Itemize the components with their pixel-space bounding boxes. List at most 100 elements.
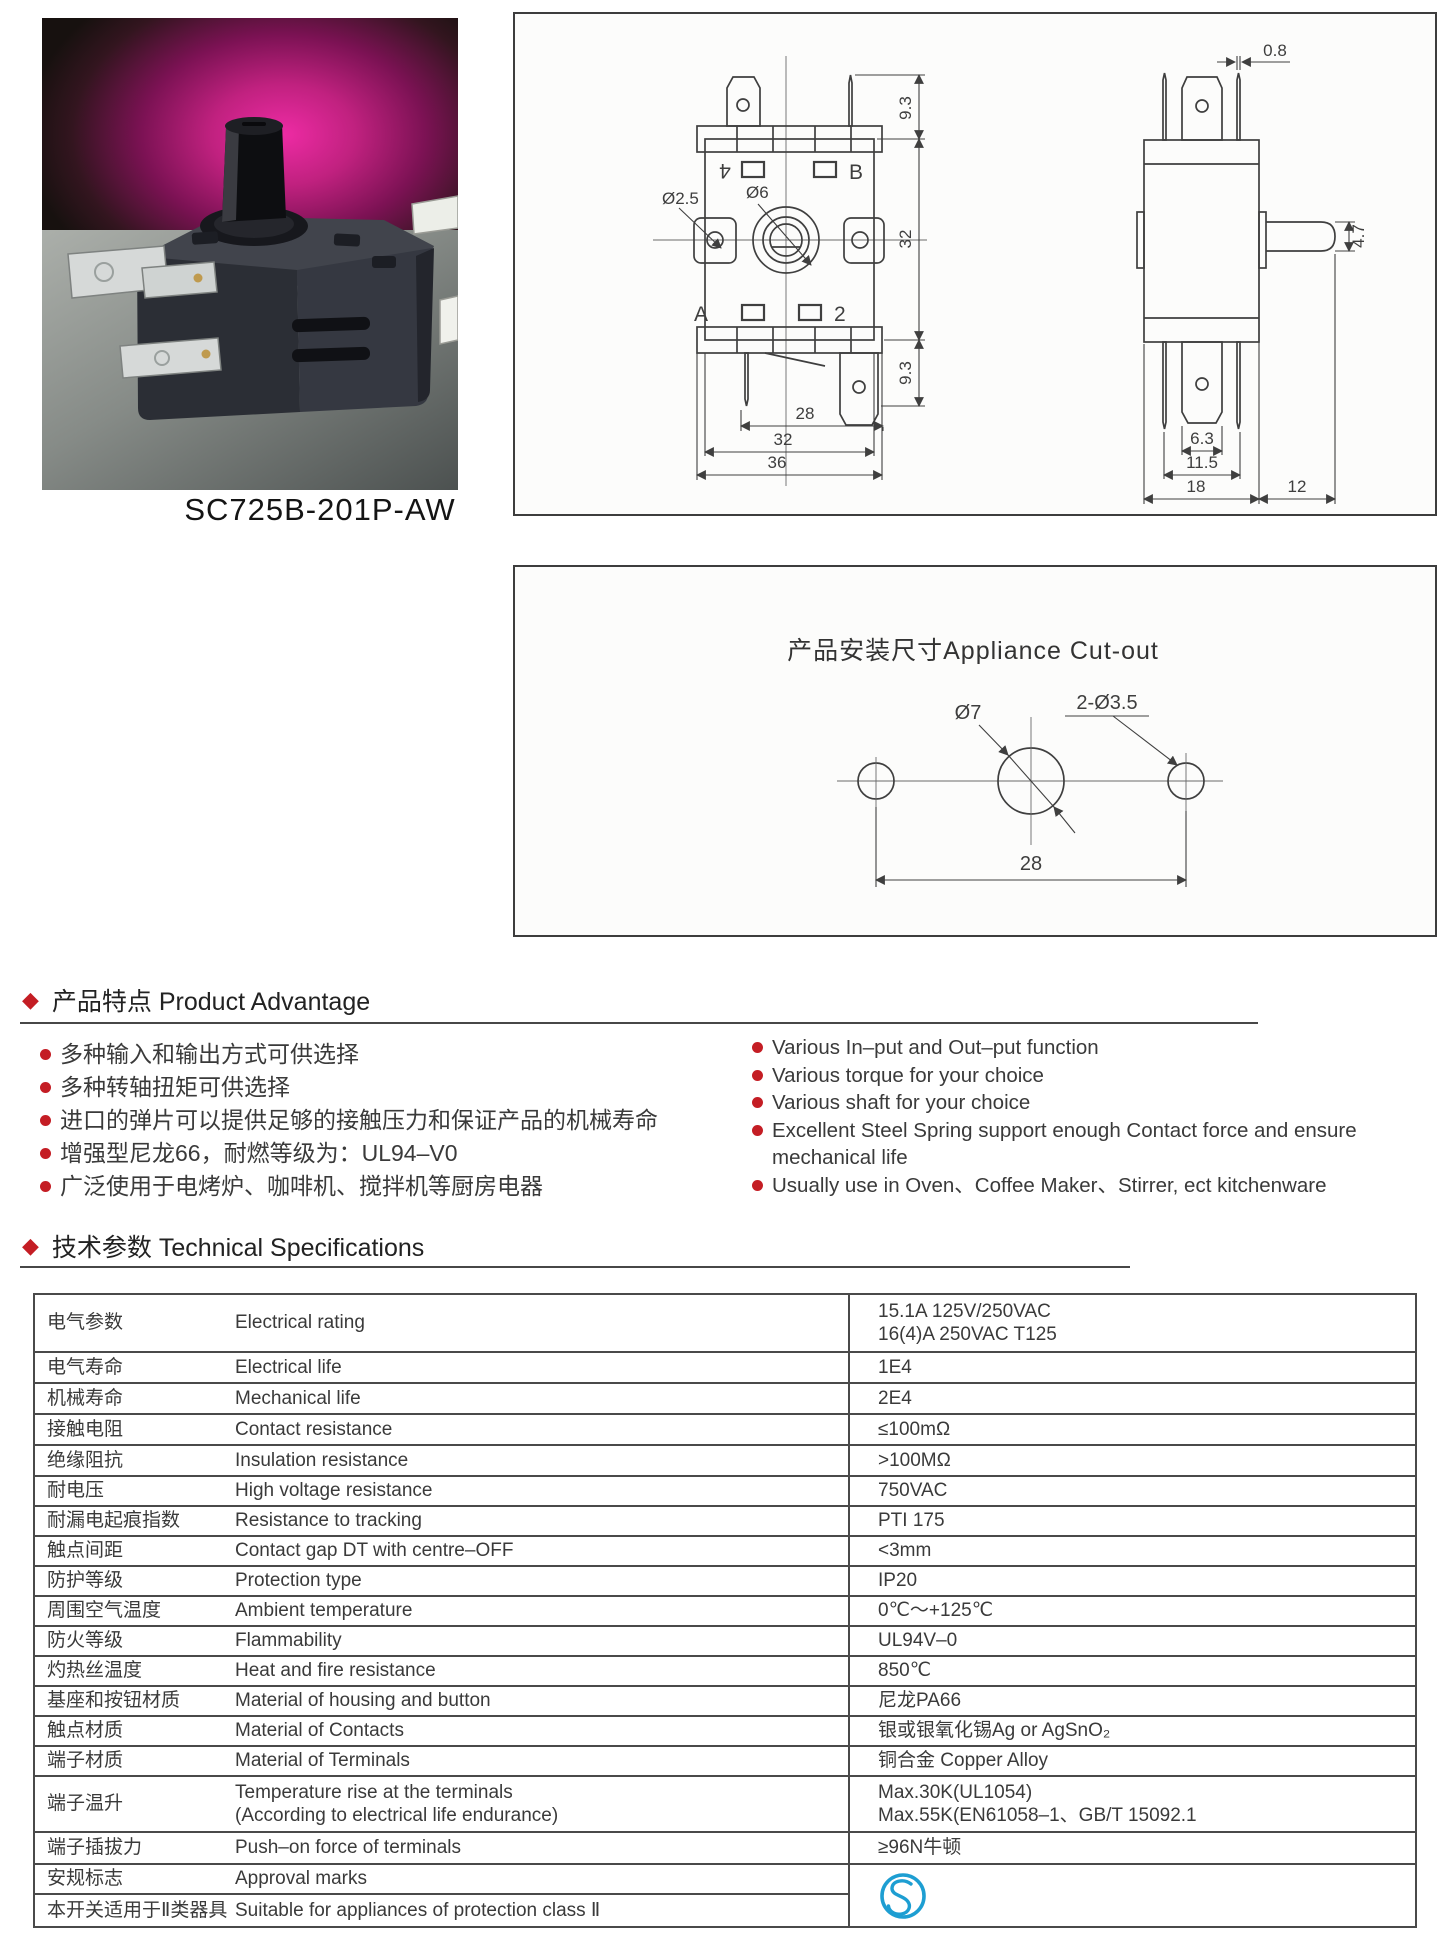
spec-value: >100MΩ [848,1444,1415,1475]
spec-cn: 端子插拔力 [35,1831,235,1863]
bullet-icon [752,1124,763,1136]
spec-en: Material of Contacts [235,1715,848,1745]
spec-value: 850℃ [848,1655,1415,1685]
approval-s-mark-icon [880,1872,926,1919]
spec-cn: 接触电阻 [35,1413,235,1444]
dim-tab-width: 6.3 [1190,429,1214,448]
product-photo-illustration [67,117,458,420]
dim-width-36: 36 [768,453,787,472]
spec-value: 2E4 [848,1382,1415,1413]
spec-en: High voltage resistance [235,1475,848,1505]
spec-value: 银或银氧化锡Ag or AgSnO₂ [848,1715,1415,1745]
spec-value: 尼龙PA66 [848,1685,1415,1715]
specs-section-header: ◆ 技术参数 Technical Specifications [22,1228,424,1264]
technical-drawing-box: 4 B A 2 Ø2.5 Ø6 9.3 32 [513,12,1437,516]
spec-en: Resistance to tracking [235,1505,848,1535]
list-item: 增强型尼龙66，耐燃等级为：UL94–V0 [40,1137,730,1170]
spec-cn: 触点间距 [35,1535,235,1565]
spec-en: Electrical rating [235,1312,365,1334]
spec-en: Push–on force of terminals [235,1831,848,1863]
specs-title: 技术参数 Technical Specifications [51,1234,425,1262]
diamond-icon: ◆ [22,1233,39,1258]
list-item: Excellent Steel Spring support enough Co… [752,1117,1440,1172]
spec-en: Approval marks [235,1863,848,1893]
list-item: 多种转轴扭矩可供选择 [40,1071,730,1104]
spec-en: Contact gap DT with centre–OFF [235,1535,848,1565]
ear-hole-dia-label: Ø2.5 [662,189,699,208]
cutout-drawing: 产品安装尺寸Appliance Cut-out Ø7 2-Ø3.5 28 [787,637,1223,887]
spec-cn: 防火等级 [35,1625,235,1655]
advantage-title: 产品特点 Product Advantage [51,988,371,1016]
spec-value: Max.30K(UL1054) Max.55K(EN61058–1、GB/T 1… [848,1775,1415,1831]
spec-value: 0℃～+125℃ [848,1595,1415,1625]
spec-cn: 安规标志 [35,1863,235,1893]
dim-pin-thickness: 0.8 [1263,41,1287,60]
front-view: 4 B A 2 Ø2.5 Ø6 9.3 32 [653,56,927,486]
spec-cn: 灼热丝温度 [35,1655,235,1685]
bullet-text: Excellent Steel Spring support enough Co… [772,1118,1357,1170]
bullet-icon [40,1115,51,1126]
bullet-text: Various shaft for your choice [772,1091,1031,1114]
dim-width-28: 28 [796,404,815,423]
spec-cn: 电气参数 [47,1312,124,1334]
spec-cn: 端子温升 [35,1775,235,1831]
bullet-icon [40,1049,51,1060]
list-item: 进口的弹片可以提供足够的接触压力和保证产品的机械寿命 [40,1104,730,1137]
dim-body-height: 32 [896,230,915,249]
dim-body-depth: 18 [1187,477,1206,496]
bullet-text: 多种输入和输出方式可供选择 [60,1041,359,1067]
bullet-text: Various In–put and Out–put function [772,1036,1099,1059]
dim-width-32: 32 [774,430,793,449]
product-model-name: SC725B-201P-AW [184,492,456,527]
bullet-text: 多种转轴扭矩可供选择 [60,1074,290,1100]
specs-table: 电气参数 Electrical rating 15.1A 125V/250VAC… [33,1293,1417,1928]
list-item: 广泛使用于电烤炉、咖啡机、搅拌机等厨房电器 [40,1170,730,1203]
advantage-bullets-cn: 多种输入和输出方式可供选择 多种转轴扭矩可供选择 进口的弹片可以提供足够的接触压… [40,1038,730,1203]
side-holes-dia-label: 2-Ø3.5 [1076,692,1137,714]
spec-value: 750VAC [848,1475,1415,1505]
bullet-icon [752,1042,763,1053]
advantage-bullets-en: Various In–put and Out–put function Vari… [752,1034,1440,1199]
spec-cn: 电气寿命 [35,1351,235,1382]
bullet-text: Various torque for your choice [772,1063,1044,1087]
spec-en: Heat and fire resistance [235,1655,848,1685]
spec-value: 铜合金 Copper Alloy [848,1745,1415,1775]
bullet-icon [752,1179,763,1191]
cutout-drawing-box: 产品安装尺寸Appliance Cut-out Ø7 2-Ø3.5 28 [513,565,1437,937]
spec-en: Flammability [235,1625,848,1655]
spec-en: Insulation resistance [235,1444,848,1475]
spec-cn: 耐电压 [35,1475,235,1505]
spec-value-approval [848,1863,1415,1926]
spec-en: Suitable for appliances of protection cl… [235,1893,848,1926]
spec-en: Material of housing and button [235,1685,848,1715]
spec-en: Mechanical life [235,1382,848,1413]
spec-en: Contact resistance [235,1413,848,1444]
spec-value: 15.1A 125V/250VAC 16(4)A 250VAC T125 [848,1295,1415,1351]
terminal-label-B: B [849,161,863,184]
dim-shaft-dia: 4.7 [1349,224,1368,248]
dim-top-pin: 9.3 [896,96,915,120]
spec-cn: 基座和按钮材质 [35,1685,235,1715]
spec-en: Protection type [235,1565,848,1595]
spec-value: PTI 175 [848,1505,1415,1535]
technical-drawing: 4 B A 2 Ø2.5 Ø6 9.3 32 [653,41,1368,504]
specs-divider [20,1266,1130,1268]
dim-shaft-length: 12 [1288,477,1307,496]
list-item: 多种输入和输出方式可供选择 [40,1038,730,1071]
spec-cn: 防护等级 [35,1565,235,1595]
spec-value: ≥96N牛顿 [848,1831,1415,1863]
spec-en: Temperature rise at the terminals (Accor… [235,1775,848,1831]
diamond-icon: ◆ [22,987,39,1012]
spec-value: IP20 [848,1565,1415,1595]
list-item: Various shaft for your choice [752,1089,1440,1117]
product-photo [42,18,458,490]
spec-cn: 本开关适用于Ⅱ类器具 [35,1893,235,1926]
spec-cn: 机械寿命 [35,1382,235,1413]
list-item: Various In–put and Out–put function [752,1034,1440,1062]
spec-en: Material of Terminals [235,1745,848,1775]
center-hole-dia-label: Ø7 [955,702,982,724]
spec-value: 1E4 [848,1351,1415,1382]
terminal-label-2: 2 [834,303,846,326]
spec-cn: 耐漏电起痕指数 [35,1505,235,1535]
spec-en: Ambient temperature [235,1595,848,1625]
